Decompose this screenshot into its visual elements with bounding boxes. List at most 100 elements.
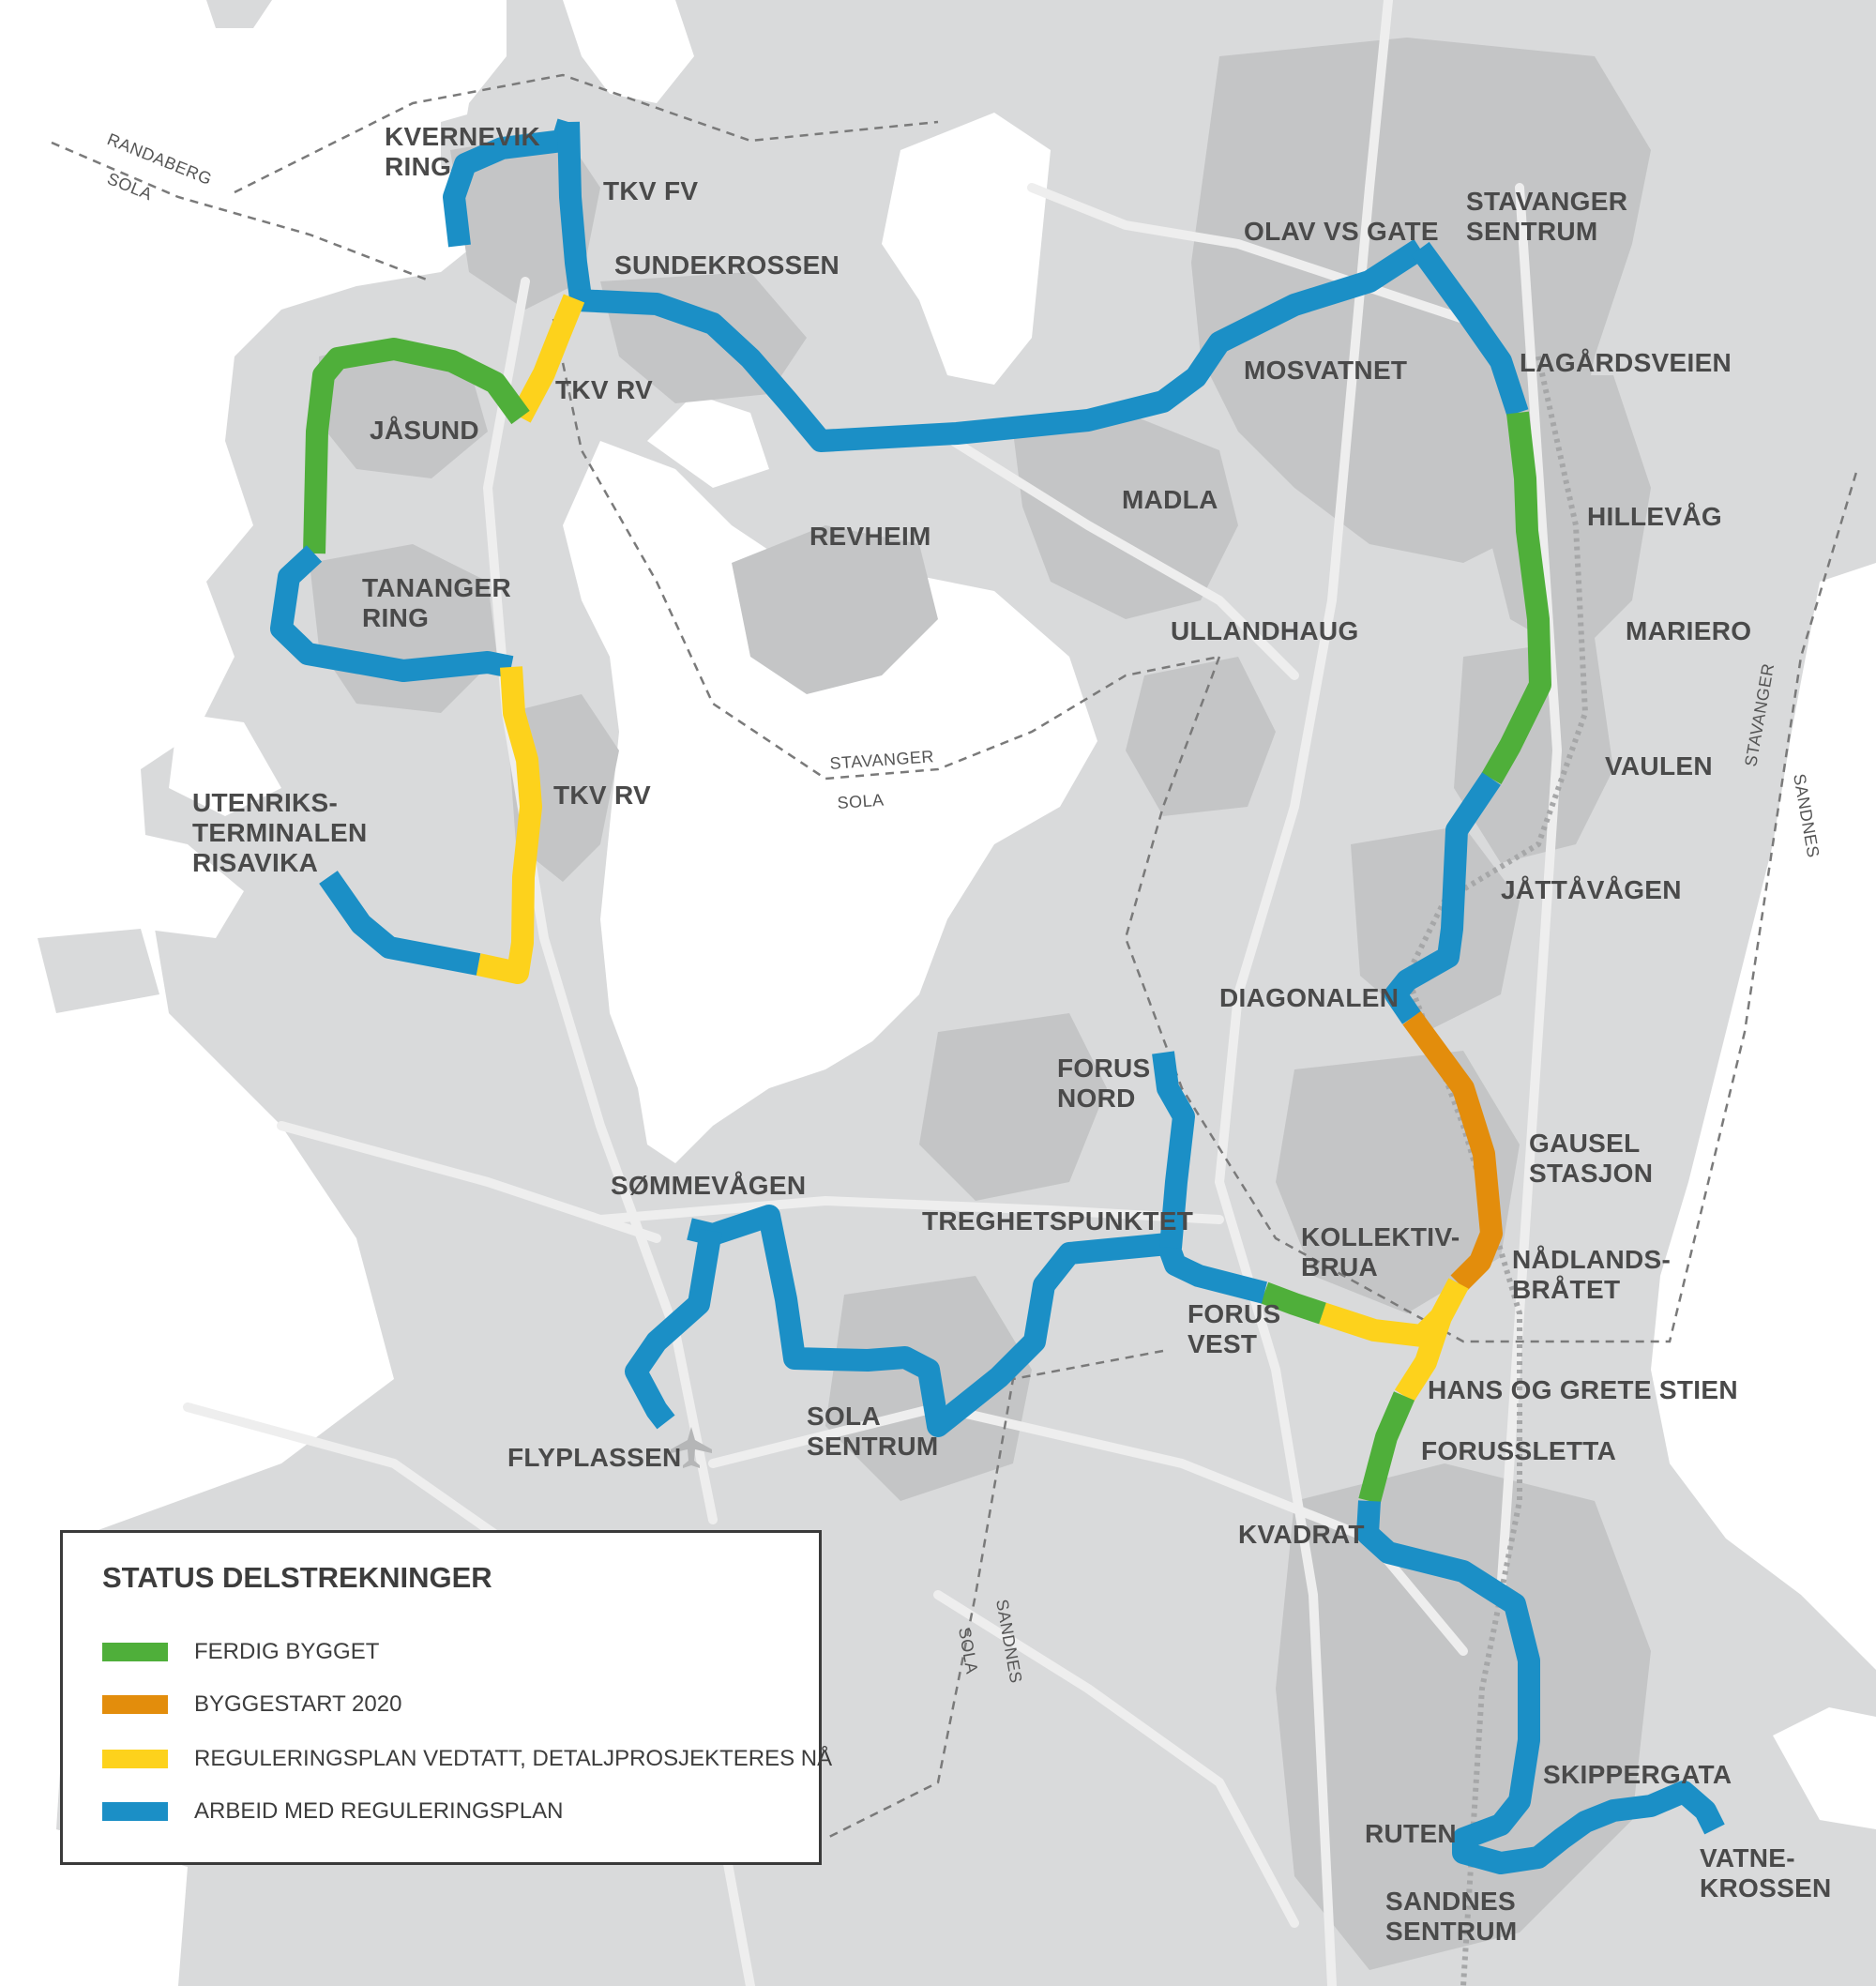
label-olav-vs-gate: OLAV VS GATE <box>1244 217 1439 246</box>
border-layer <box>51 73 1859 1841</box>
label-diagonalen: DIAGONALEN <box>1219 983 1399 1012</box>
label-hillevag: HILLEVÅG <box>1587 502 1722 531</box>
route-segment-forus-vest-sola <box>687 1205 1267 1437</box>
road-stavanger-ring <box>1027 183 1468 324</box>
label-terminalen: TERMINALEN <box>192 818 368 847</box>
road-local-3 <box>933 1590 1299 1928</box>
gandsfjord <box>1651 563 1876 1670</box>
legend-item-byggestart: BYGGESTART 2020 <box>102 1690 401 1719</box>
urban-ullandhaug <box>1126 657 1276 816</box>
label-skippergata: SKIPPERGATA <box>1543 1760 1732 1789</box>
label-hans-og-grete-stien: HANS OG GRETE STIEN <box>1428 1375 1738 1404</box>
bay-west-tananger <box>169 713 281 816</box>
route-segment-tananger-ring <box>270 545 514 682</box>
legend-label-arbeid: ARBEID MED REGULERINGSPLAN <box>194 1798 564 1824</box>
legend-swatch-arbeid <box>102 1802 168 1821</box>
legend-label-ferdig: FERDIG BYGGET <box>194 1639 380 1664</box>
label-tkv-rv-south: TKV RV <box>553 781 651 810</box>
hafrsfjord-arm <box>647 394 769 488</box>
legend-item-ferdig: FERDIG BYGGET <box>102 1638 379 1666</box>
label-gausel-stasjon: STASJON <box>1529 1159 1653 1188</box>
label-sandnes-sentrum: SENTRUM <box>1385 1917 1518 1946</box>
label-sola-sentrum: SENTRUM <box>807 1432 939 1461</box>
label-jasund: JÅSUND <box>370 416 479 445</box>
label-kvadrat: KVADRAT <box>1238 1520 1365 1549</box>
urban-mariero-vaulen <box>1454 638 1613 863</box>
bay-sandnes <box>1773 1707 1876 1829</box>
lake-stokkavatnet <box>882 113 1051 385</box>
route-segment-tkv-rv-south <box>476 666 542 984</box>
label-vaulen: VAULEN <box>1605 751 1713 781</box>
label-bratet: BRÅTET <box>1512 1275 1620 1304</box>
legend-item-regulering-vedtatt: REGULERINGSPLAN VEDTATT, DETALJPROSJEKTE… <box>102 1745 832 1773</box>
route-segment-tkv-rv-north <box>510 294 585 423</box>
label-revheim: REVHEIM <box>809 522 931 551</box>
label-sommevagen: SØMMEVÅGEN <box>611 1171 806 1200</box>
route-segment-kollektivbrua-east <box>1260 1281 1326 1325</box>
legend-swatch-ferdig <box>102 1643 168 1661</box>
label-flyplassen: FLYPLASSEN <box>507 1443 682 1472</box>
label-madla: MADLA <box>1122 485 1218 514</box>
label-vatne: VATNE- <box>1700 1843 1795 1872</box>
label-jattavagen: JÅTTÅVÅGEN <box>1501 875 1682 904</box>
road-madla <box>933 427 1299 680</box>
border-stavanger-sandnes <box>1124 468 1859 1343</box>
route-layer <box>270 118 1725 1874</box>
route-segment-kollektivbrua-west <box>1319 1302 1449 1347</box>
label-forussletta: FORUSSLETTA <box>1421 1436 1616 1465</box>
urban-revheim <box>732 525 938 694</box>
label-kvernevik: KVERNEVIK <box>385 122 540 151</box>
urban-madla <box>1013 413 1238 619</box>
label-brua: BRUA <box>1301 1252 1378 1281</box>
label-kollektiv: KOLLEKTIV- <box>1301 1222 1460 1251</box>
label-gausel: GAUSEL <box>1529 1129 1640 1158</box>
route-segment-tkv-fv <box>557 121 593 307</box>
route-segment-forus-nord <box>1152 1051 1195 1250</box>
border-sandnes-sola <box>825 1349 1164 1841</box>
label-tkv-fv: TKV FV <box>603 176 698 205</box>
route-segment-jasund <box>303 338 530 554</box>
border-randaberg-stavanger <box>234 73 939 194</box>
label-utenriks: UTENRIKS- <box>192 788 338 817</box>
route-segment-diagonalen-nadlandsbratet <box>1402 1010 1503 1292</box>
legend-item-arbeid: ARBEID MED REGULERINGSPLAN <box>102 1797 563 1826</box>
route-segment-vaulen-diagonalen <box>1384 772 1501 1024</box>
urban-jasund <box>319 338 488 478</box>
legend-swatch-regulering-vedtatt <box>102 1750 168 1768</box>
label-sundekrossen: SUNDEKROSSEN <box>614 250 840 280</box>
island-west-2 <box>38 929 159 1013</box>
label-stavanger-sentrum: SENTRUM <box>1466 217 1598 246</box>
label-forus-2: FORUS <box>1188 1299 1281 1328</box>
label-mosvatnet: MOSVATNET <box>1244 356 1407 385</box>
label-tananger: TANANGER <box>362 573 511 602</box>
route-segment-kvadrat-sandnes-vatnekrossen <box>1356 1500 1725 1874</box>
urban-forus-nord <box>919 1013 1107 1201</box>
hafrsfjord <box>563 441 1097 1163</box>
legend-swatch-byggestart <box>102 1695 168 1714</box>
label-ruten: RUTEN <box>1365 1819 1457 1848</box>
airplane-icon <box>671 1427 712 1468</box>
road-hillevag <box>1496 183 1562 1599</box>
route-segment-forussletta <box>1358 1391 1415 1505</box>
label-nadlands: NÅDLANDS- <box>1512 1245 1671 1274</box>
legend-title: STATUS DELSTREKNINGER <box>102 1561 492 1594</box>
label-sandnes: SANDNES <box>1385 1887 1516 1916</box>
label-kvernevik-ring: RING <box>385 152 451 181</box>
legend-label-byggestart: BYGGESTART 2020 <box>194 1691 402 1717</box>
route-segment-risavika <box>319 871 481 976</box>
route-segment-flyplassen <box>625 1229 722 1430</box>
road-sola-sandnes <box>708 1402 1468 1656</box>
road-forus-sola <box>596 1196 1224 1224</box>
label-treghetspunktet: TREGHETSPUNKTET <box>922 1206 1193 1236</box>
label-forus: FORUS <box>1057 1054 1151 1083</box>
label-mariero: MARIERO <box>1626 616 1751 645</box>
legend-box: STATUS DELSTREKNINGER FERDIG BYGGET BYGG… <box>60 1530 832 1865</box>
island-nw <box>206 0 272 28</box>
label-tkv-rv-north: TKV RV <box>555 375 653 404</box>
route-segment-sundekrossen-stavanger-sentrum <box>576 238 1427 452</box>
route-segment-hillevag-vaulen <box>1481 411 1551 784</box>
label-stavanger: STAVANGER <box>1466 187 1627 216</box>
label-forus-nord: NORD <box>1057 1084 1136 1113</box>
